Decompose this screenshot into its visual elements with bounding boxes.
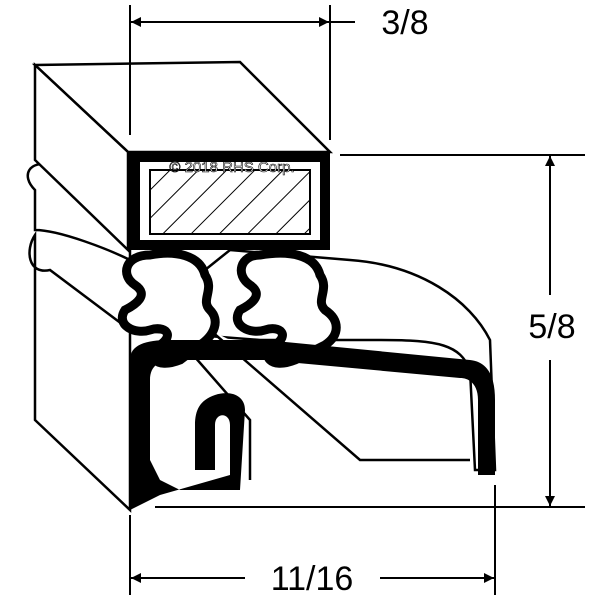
- top-box: © 2018 RHS Corp.: [31, 60, 334, 253]
- dimension-label-height: 5/8: [528, 308, 575, 346]
- dimension-top: [129, 5, 355, 140]
- foot: [130, 340, 495, 510]
- dimension-label-bottom: 11/16: [271, 560, 354, 598]
- dimension-bottom: [129, 485, 496, 595]
- dimension-label-top: 3/8: [381, 4, 428, 42]
- dimension-height: [155, 154, 585, 508]
- copyright-text: © 2018 RHS Corp.: [169, 159, 294, 176]
- gasket-body: [26, 162, 497, 513]
